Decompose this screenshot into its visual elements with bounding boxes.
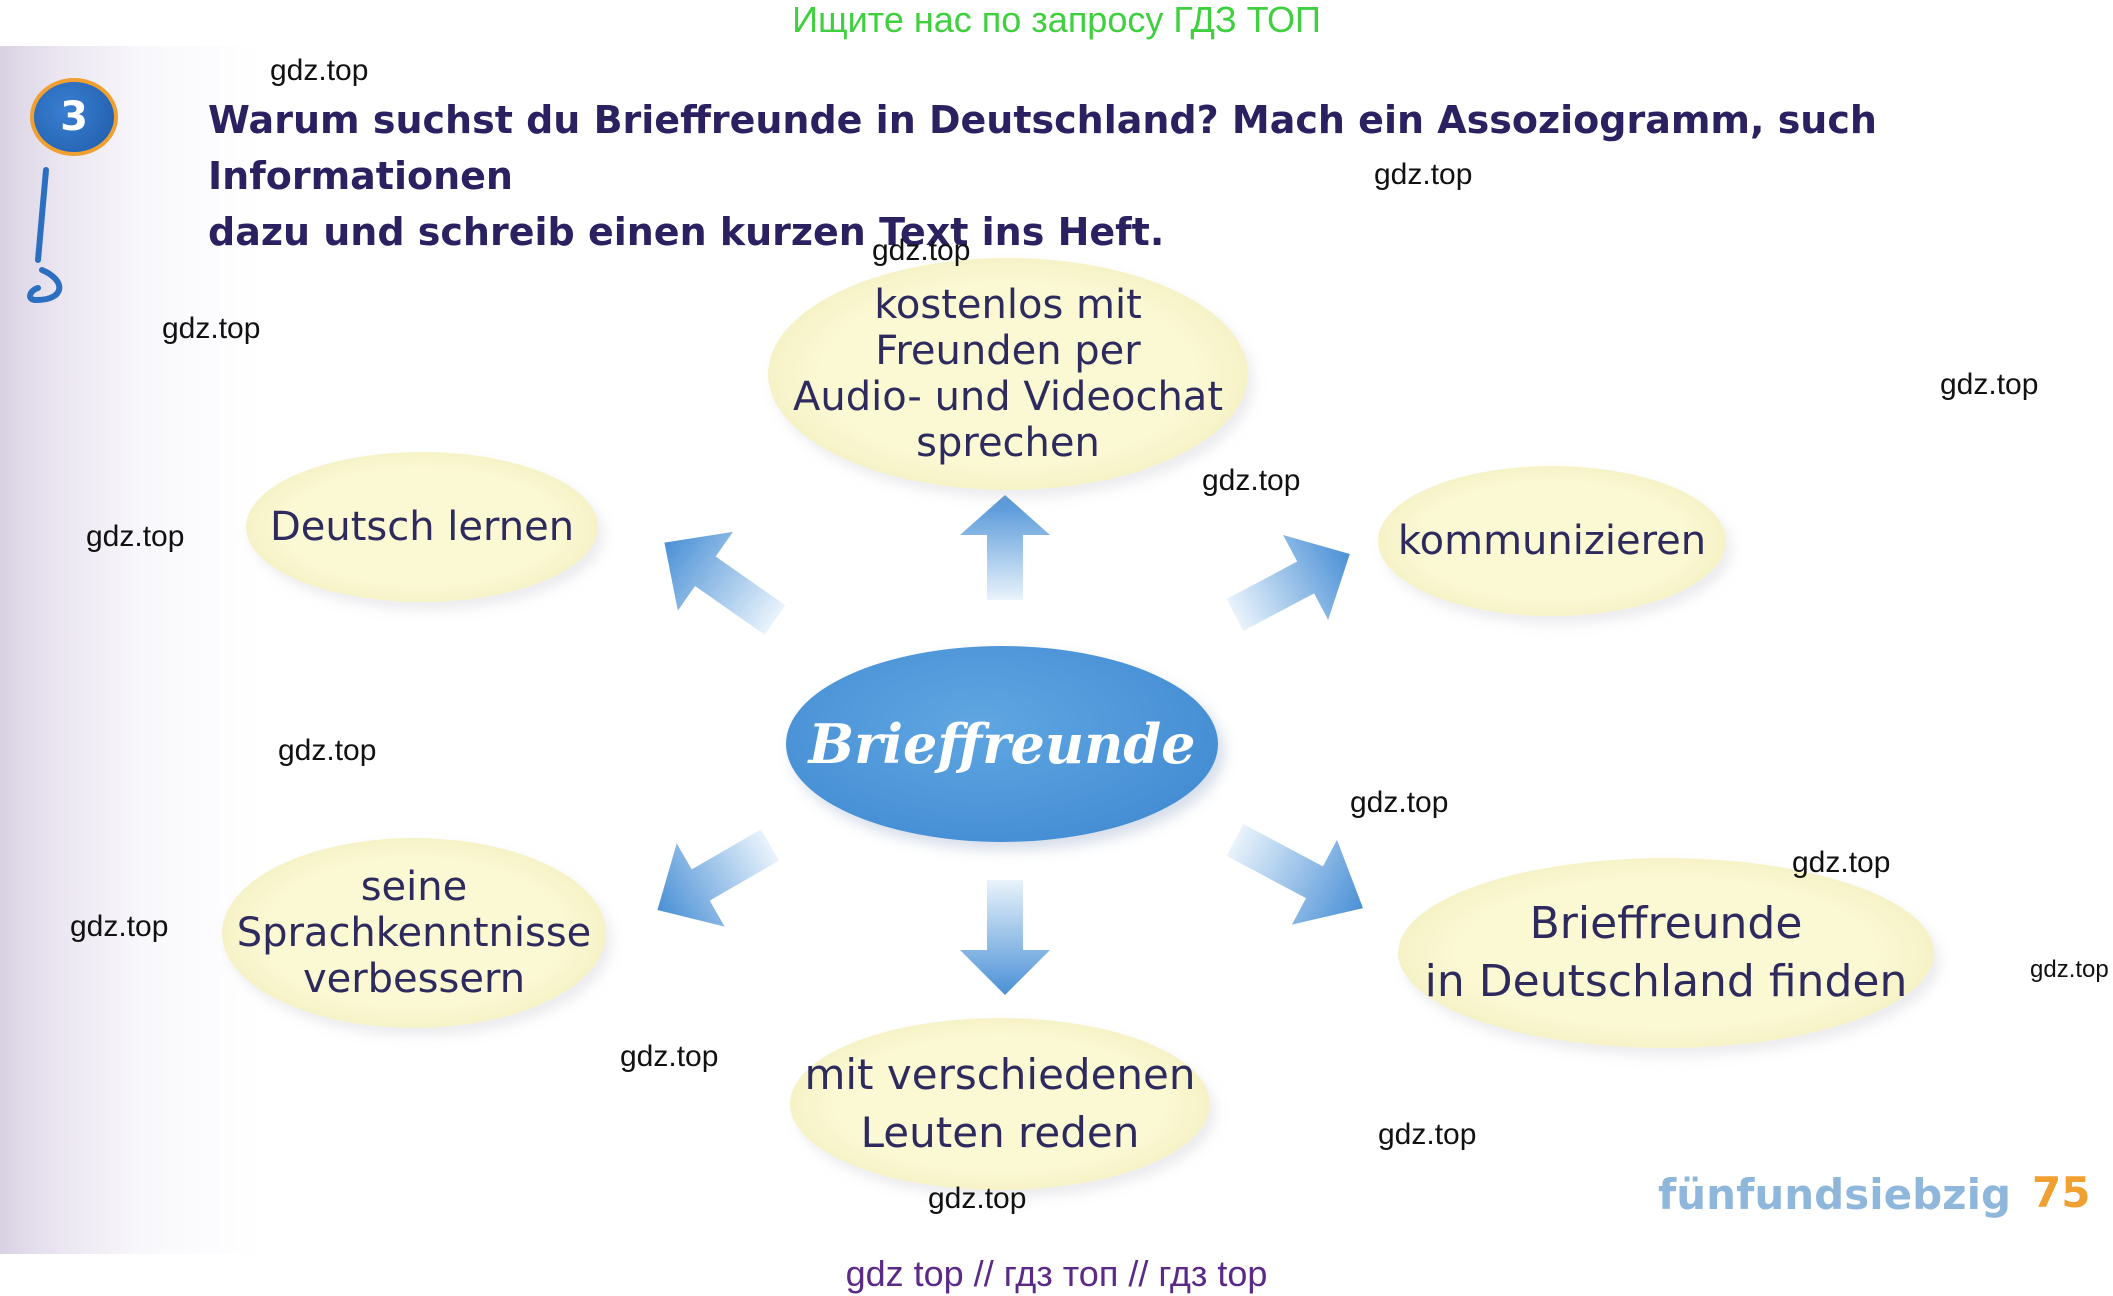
arrow-up <box>960 495 1050 600</box>
watermark: gdz.top <box>1202 464 1301 497</box>
watermark: gdz.top <box>928 1182 1027 1215</box>
arrow-down-left <box>657 829 779 927</box>
watermark: gdz.top <box>70 910 169 943</box>
task-line-2: dazu und schreib einen kurzen Text ins H… <box>208 210 1165 254</box>
node-center: Brieffreunde <box>786 646 1218 842</box>
watermark: gdz.top <box>872 234 971 267</box>
watermark: gdz.top <box>1378 1118 1477 1151</box>
task-instruction: Warum suchst du Brieffreunde in Deutschl… <box>208 92 2028 260</box>
node-right-bottom: Brieffreunde in Deutschland finden <box>1398 858 1934 1048</box>
node-top: kostenlos mit Freunden per Audio- und Vi… <box>768 258 1248 490</box>
top-banner: Ищите нас по запросу ГДЗ ТОП <box>0 0 2113 46</box>
arrow-down-right <box>1226 824 1364 925</box>
watermark: gdz.top <box>278 734 377 767</box>
squiggle-icon <box>27 167 63 304</box>
watermark: gdz.top <box>2030 956 2109 983</box>
watermark: gdz.top <box>1792 846 1891 879</box>
watermark: gdz.top <box>1940 368 2039 401</box>
arrow-up-right <box>1226 535 1350 631</box>
task-number: 3 <box>60 94 88 140</box>
watermark: gdz.top <box>1374 158 1473 191</box>
watermark: gdz.top <box>270 54 369 87</box>
page-number-word: fünfundsiebzig <box>1658 1170 2012 1219</box>
node-bottom: mit verschiedenen Leuten reden <box>790 1018 1210 1190</box>
task-number-badge: 3 <box>30 78 118 156</box>
watermark: gdz.top <box>620 1040 719 1073</box>
arrow-up-left <box>664 531 786 635</box>
node-left-top: Deutsch lernen <box>246 452 598 602</box>
bottom-banner: gdz top // гдз топ // гдз top <box>0 1254 2113 1296</box>
watermark: gdz.top <box>1350 786 1449 819</box>
node-left-bottom: seine Sprachkenntnisse verbessern <box>222 838 606 1028</box>
watermark: gdz.top <box>162 312 261 345</box>
page-number: 75 <box>2032 1168 2091 1217</box>
watermark: gdz.top <box>86 520 185 553</box>
node-right-top: kommunizieren <box>1378 466 1726 616</box>
task-line-1: Warum suchst du Brieffreunde in Deutschl… <box>208 98 1877 198</box>
arrow-down <box>960 880 1050 995</box>
